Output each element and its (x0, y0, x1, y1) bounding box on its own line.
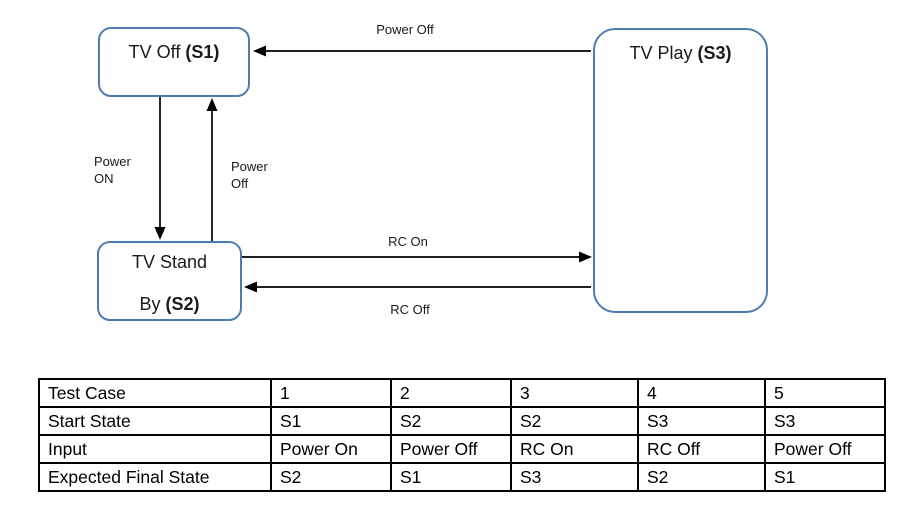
cell-start-state-3: S2 (510, 406, 639, 436)
state-code-s3: (S3) (697, 43, 732, 63)
edge-label-rc-on: RC On (388, 234, 428, 249)
table-row-input: Input Power On Power Off RC On RC Off Po… (38, 434, 886, 464)
state-box-tv-off: TV Off (S1) (98, 27, 250, 97)
cell-expected-1: S2 (270, 462, 392, 492)
cell-test-case-3: 3 (510, 378, 639, 408)
state-label-tv-standby-line2: By (S2) (139, 294, 200, 314)
state-label-tv-play: TV Play (629, 43, 693, 63)
cell-test-case-1: 1 (270, 378, 392, 408)
row-header-expected-final-state: Expected Final State (38, 462, 272, 492)
state-box-tv-play: TV Play (S3) (593, 28, 768, 313)
cell-expected-5: S1 (764, 462, 886, 492)
edge-label-rc-off: RC Off (390, 302, 430, 317)
cell-input-4: RC Off (637, 434, 766, 464)
cell-test-case-4: 4 (637, 378, 766, 408)
cell-test-case-5: 5 (764, 378, 886, 408)
edge-label-power-on: Power ON (94, 154, 131, 186)
test-case-table: Test Case 1 2 3 4 5 Start State S1 S2 S2… (38, 378, 886, 492)
cell-input-3: RC On (510, 434, 639, 464)
row-header-start-state: Start State (38, 406, 272, 436)
state-box-tv-standby: TV Stand By (S2) (97, 241, 242, 321)
edge-label-power-off-top: Power Off (376, 22, 434, 37)
row-header-input: Input (38, 434, 272, 464)
cell-expected-4: S2 (637, 462, 766, 492)
cell-start-state-4: S3 (637, 406, 766, 436)
state-code-s1: (S1) (185, 42, 220, 62)
state-code-s2: (S2) (165, 294, 200, 314)
row-header-test-case: Test Case (38, 378, 272, 408)
cell-expected-3: S3 (510, 462, 639, 492)
cell-start-state-5: S3 (764, 406, 886, 436)
cell-start-state-2: S2 (390, 406, 512, 436)
table-row-test-case: Test Case 1 2 3 4 5 (38, 378, 886, 408)
state-label-tv-standby-line1: TV Stand (131, 252, 208, 272)
cell-input-2: Power Off (390, 434, 512, 464)
cell-input-1: Power On (270, 434, 392, 464)
cell-expected-2: S1 (390, 462, 512, 492)
state-label-tv-off: TV Off (128, 42, 181, 62)
edge-label-power-off-up: Power Off (231, 159, 268, 191)
cell-start-state-1: S1 (270, 406, 392, 436)
table-row-expected-final-state: Expected Final State S2 S1 S3 S2 S1 (38, 462, 886, 492)
cell-input-5: Power Off (764, 434, 886, 464)
table-row-start-state: Start State S1 S2 S2 S3 S3 (38, 406, 886, 436)
cell-test-case-2: 2 (390, 378, 512, 408)
